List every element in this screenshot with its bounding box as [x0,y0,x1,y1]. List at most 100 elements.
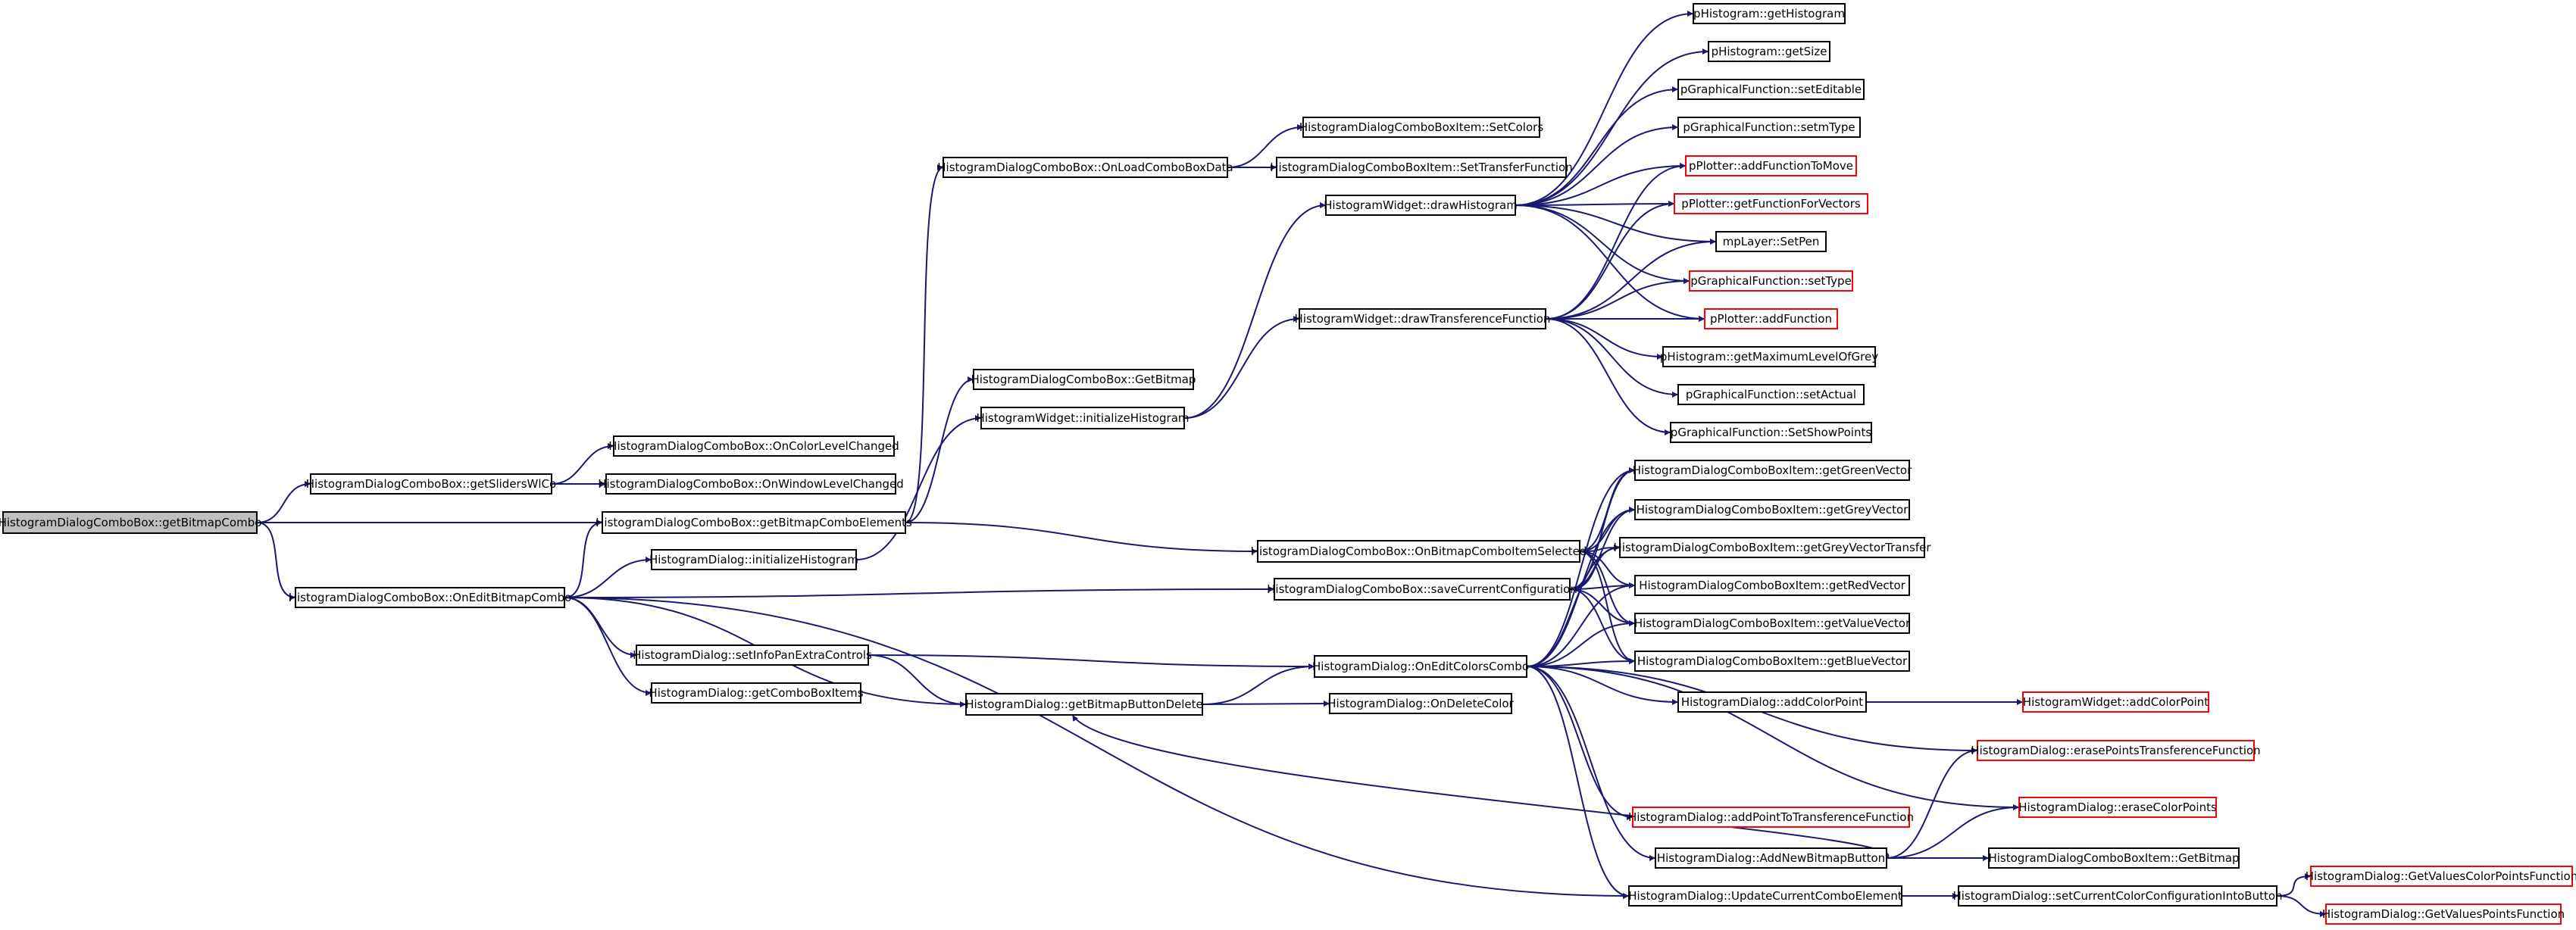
graph-node-draw-histogram[interactable]: HistogramWidget::drawHistogram [1324,195,1518,216]
graph-node-on-color-level-changed[interactable]: HistogramDialogComboBox::OnColorLevelCha… [608,435,899,457]
node-box[interactable] [1634,613,1910,634]
graph-node-root[interactable]: HistogramDialogComboBox::getBitmapCombo [0,511,261,534]
node-box[interactable] [1677,691,1867,713]
node-box[interactable] [1628,885,1902,907]
node-box[interactable] [1693,3,1846,24]
graph-node-get-values-points-function[interactable]: HistogramDialog::GetValuesPointsFunction [2322,903,2565,925]
node-box[interactable] [1302,117,1540,138]
graph-node-on-bitmap-combo-item-selected[interactable]: HistogramDialogComboBox::OnBitmapComboIt… [1251,540,1587,563]
node-box[interactable] [1274,578,1571,601]
node-box[interactable] [1988,847,2240,869]
node-box[interactable] [1977,740,2255,761]
graph-node-add-function[interactable]: pPlotter::addFunction [1704,308,1838,329]
node-box[interactable] [965,693,1203,716]
graph-node-get-bitmap-button-delete[interactable]: HistogramDialog::getBitmapButtonDelete [965,693,1203,716]
graph-node-get-bitmap-combo-elements[interactable]: HistogramDialogComboBox::getBitmapComboE… [596,511,912,534]
node-box[interactable] [1704,308,1838,329]
graph-node-on-edit-bitmap-combo[interactable]: HistogramDialogComboBox::OnEditBitmapCom… [289,587,572,608]
graph-node-erase-points-transference-function[interactable]: HistogramDialog::erasePointsTransference… [1971,740,2261,761]
graph-node-on-edit-colors-combo[interactable]: HistogramDialog::OnEditColorsCombo [1312,655,1529,678]
graph-node-set-transfer-function[interactable]: HistogramDialogComboBoxItem::SetTransfer… [1270,157,1573,178]
node-box[interactable] [1677,79,1865,100]
node-box[interactable] [1276,157,1567,178]
node-box[interactable] [2310,866,2573,887]
graph-node-add-point-to-transference-function[interactable]: HistogramDialog::addPointToTransferenceF… [1628,807,1914,828]
graph-node-hw-add-color-point[interactable]: HistogramWidget::addColorPoint [2022,691,2209,713]
node-box[interactable] [1257,540,1580,563]
graph-node-get-blue-vector[interactable]: HistogramDialogComboBoxItem::getBlueVect… [1634,651,1910,672]
graph-node-set-show-points[interactable]: pGraphicalFunction::SetShowPoints [1670,422,1872,443]
node-box[interactable] [1674,193,1868,214]
node-box[interactable] [943,157,1228,178]
node-box[interactable] [980,407,1185,429]
node-box[interactable] [1634,651,1910,672]
graph-node-get-size[interactable]: pHistogram::getSize [1708,41,1830,62]
graph-node-add-function-to-move[interactable]: pPlotter::addFunctionToMove [1685,155,1857,176]
node-box[interactable] [2325,903,2562,925]
node-box[interactable] [651,549,857,570]
node-box[interactable] [1677,384,1865,405]
node-box[interactable] [1325,195,1516,216]
node-box[interactable] [651,682,861,704]
node-box[interactable] [1685,155,1857,176]
node-box[interactable] [310,473,552,495]
node-box[interactable] [1619,537,1925,558]
node-box[interactable] [1314,655,1527,678]
graph-node-get-maximum-level-of-grey[interactable]: pHistogram::getMaximumLevelOfGrey [1660,346,1878,367]
graph-node-get-value-vector[interactable]: HistogramDialogComboBoxItem::getValueVec… [1634,613,1911,634]
graph-node-get-grey-vector-transfer[interactable]: HistogramDialogComboBoxItem::getGreyVect… [1614,537,1932,558]
node-box[interactable] [1662,346,1876,367]
graph-node-get-combo-box-items[interactable]: HistogramDialog::getComboBoxItems [649,682,864,704]
graph-node-save-current-configuration[interactable]: HistogramDialogComboBox::saveCurrentConf… [1267,578,1577,601]
graph-node-initialize-histogram[interactable]: HistogramDialog::initializeHistogram [649,549,858,570]
graph-node-on-delete-color[interactable]: HistogramDialog::OnDeleteColor [1327,693,1515,714]
graph-node-set-editable[interactable]: pGraphicalFunction::setEditable [1677,79,1865,100]
graph-node-set-type[interactable]: pGraphicalFunction::setType [1689,270,1853,292]
node-box[interactable] [2,511,258,534]
node-box[interactable] [2022,691,2209,713]
graph-node-cb-get-bitmap[interactable]: HistogramDialogComboBox::GetBitmap [971,369,1196,390]
graph-node-get-red-vector[interactable]: HistogramDialogComboBoxItem::getRedVecto… [1634,575,1910,596]
node-box[interactable] [602,511,906,534]
node-box[interactable] [1708,41,1830,62]
node-box[interactable] [1634,575,1910,596]
node-box[interactable] [1634,499,1910,520]
graph-node-get-grey-vector[interactable]: HistogramDialogComboBoxItem::getGreyVect… [1634,499,1910,520]
node-box[interactable] [1632,807,1910,828]
graph-node-erase-color-points[interactable]: HistogramDialog::eraseColorPoints [2018,797,2217,818]
graph-node-item-get-bitmap[interactable]: HistogramDialogComboBoxItem::GetBitmap [1988,847,2240,869]
node-box[interactable] [2018,797,2217,818]
graph-node-set-info-pan-extra-controls[interactable]: HistogramDialog::setInfoPanExtraControls [633,644,872,666]
graph-node-set-actual[interactable]: pGraphicalFunction::setActual [1677,384,1865,405]
graph-node-sliders-wl-co[interactable]: HistogramDialogComboBox::getSlidersWlCo [306,473,556,495]
node-box[interactable] [295,587,565,608]
node-box[interactable] [605,473,896,495]
node-box[interactable] [1299,308,1546,329]
graph-node-get-values-color-points-function[interactable]: HistogramDialog::GetValuesColorPointsFun… [2306,866,2576,887]
graph-node-get-histogram[interactable]: pHistogram::getHistogram [1693,3,1846,24]
node-box[interactable] [636,644,869,666]
graph-node-get-function-for-vectors[interactable]: pPlotter::getFunctionForVectors [1674,193,1868,214]
node-box[interactable] [1329,693,1512,714]
node-box[interactable] [1677,117,1861,138]
graph-node-set-current-color-configuration-into-button[interactable]: HistogramDialog::setCurrentColorConfigur… [1952,885,2283,907]
node-box[interactable] [1634,460,1910,481]
graph-node-update-current-combo-element[interactable]: HistogramDialog::UpdateCurrentComboEleme… [1628,885,1902,907]
graph-node-add-color-point[interactable]: HistogramDialog::addColorPoint [1677,691,1867,713]
node-box[interactable] [1670,422,1872,443]
graph-node-set-pen[interactable]: mpLayer::SetPen [1715,231,1827,252]
graph-node-draw-transference-function[interactable]: HistogramWidget::drawTransferenceFunctio… [1295,308,1551,329]
node-box[interactable] [613,435,895,457]
graph-node-set-colors[interactable]: HistogramDialogComboBoxItem::SetColors [1299,117,1543,138]
graph-node-hw-initialize-histogram[interactable]: HistogramWidget::initializeHistogram [976,407,1190,429]
graph-node-on-window-level-changed[interactable]: HistogramDialogComboBox::OnWindowLevelCh… [598,473,904,495]
node-box[interactable] [1958,885,2277,907]
node-box[interactable] [1655,847,1887,869]
graph-node-get-green-vector[interactable]: HistogramDialogComboBoxItem::getGreenVec… [1633,460,1912,481]
graph-node-add-new-bitmap-button[interactable]: HistogramDialog::AddNewBitmapButton [1655,847,1887,869]
node-box[interactable] [973,369,1194,390]
node-box[interactable] [1689,270,1853,292]
node-box[interactable] [1715,231,1827,252]
graph-node-on-load-combo-box-data[interactable]: HistogramDialogComboBox::OnLoadComboBoxD… [937,157,1233,178]
graph-node-setm-type[interactable]: pGraphicalFunction::setmType [1677,117,1861,138]
